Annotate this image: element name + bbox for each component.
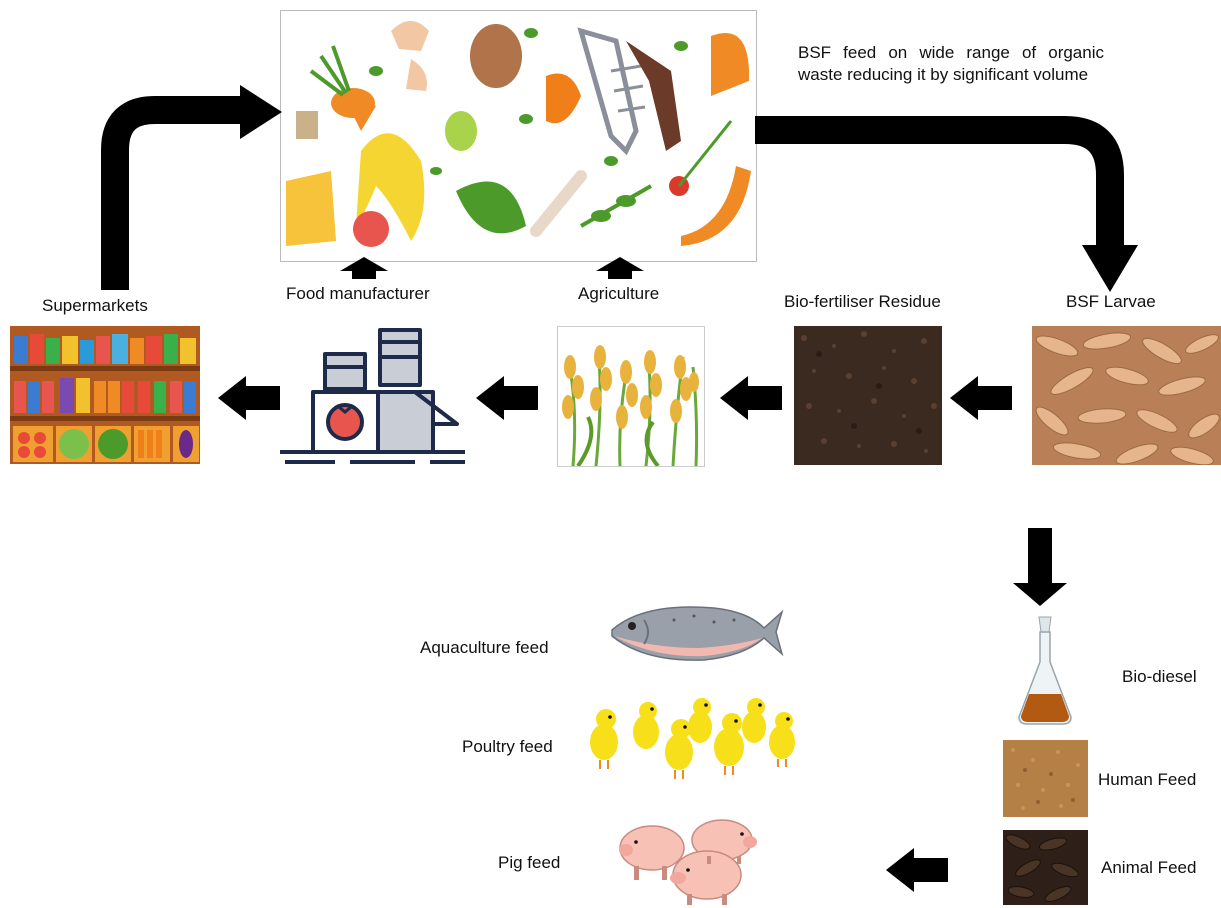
food-waste-illustration xyxy=(286,21,751,247)
label-bio-diesel: Bio-diesel xyxy=(1122,667,1197,686)
pig-group-icon xyxy=(612,810,777,906)
arrow-waste-to-larvae-head xyxy=(1082,245,1138,292)
label-food-manufacturer: Food manufacturer xyxy=(286,284,430,303)
label-animal-feed: Animal Feed xyxy=(1101,858,1197,877)
label-poultry-feed: Poultry feed xyxy=(462,737,553,756)
arrow-larvae-to-fertiliser xyxy=(950,376,1012,420)
label-pig-feed: Pig feed xyxy=(498,853,561,872)
wheat-icon xyxy=(557,326,705,467)
label-bio-fertiliser-residue: Bio-fertiliser Residue xyxy=(784,292,941,311)
arrow-agriculture-to-factory xyxy=(476,376,538,420)
arrow-fertiliser-to-agriculture xyxy=(720,376,782,420)
arrow-larvae-to-products xyxy=(1013,528,1067,606)
chick-group-icon xyxy=(584,697,799,792)
arrow-waste-to-larvae xyxy=(755,116,1124,245)
arrow-agriculture-up xyxy=(596,257,644,279)
arrow-factory-to-supermarkets xyxy=(218,376,280,420)
label-bsf-larvae: BSF Larvae xyxy=(1066,292,1156,311)
fish-icon xyxy=(604,598,784,668)
label-aquaculture-feed: Aquaculture feed xyxy=(420,638,549,657)
soil-texture xyxy=(794,326,942,465)
arrow-supermarkets-to-waste xyxy=(101,96,240,290)
factory-icon xyxy=(275,322,475,472)
arrow-food-manufacturer-up xyxy=(340,257,388,279)
animal-feed-larvae xyxy=(1003,830,1088,905)
label-human-feed: Human Feed xyxy=(1098,770,1197,789)
arrow-products-to-uses xyxy=(886,848,948,892)
larvae-texture xyxy=(1032,326,1221,465)
food-waste-collage xyxy=(280,10,757,262)
bsf-description-note: BSF feed on wide range of organic waste … xyxy=(798,43,1104,84)
flask-icon xyxy=(1015,612,1075,727)
label-supermarkets: Supermarkets xyxy=(42,296,148,315)
arrow-supermarkets-to-waste-head xyxy=(240,85,282,139)
label-agriculture: Agriculture xyxy=(578,284,660,303)
supermarket-shelves-icon xyxy=(10,326,200,464)
human-feed-powder xyxy=(1003,740,1088,817)
